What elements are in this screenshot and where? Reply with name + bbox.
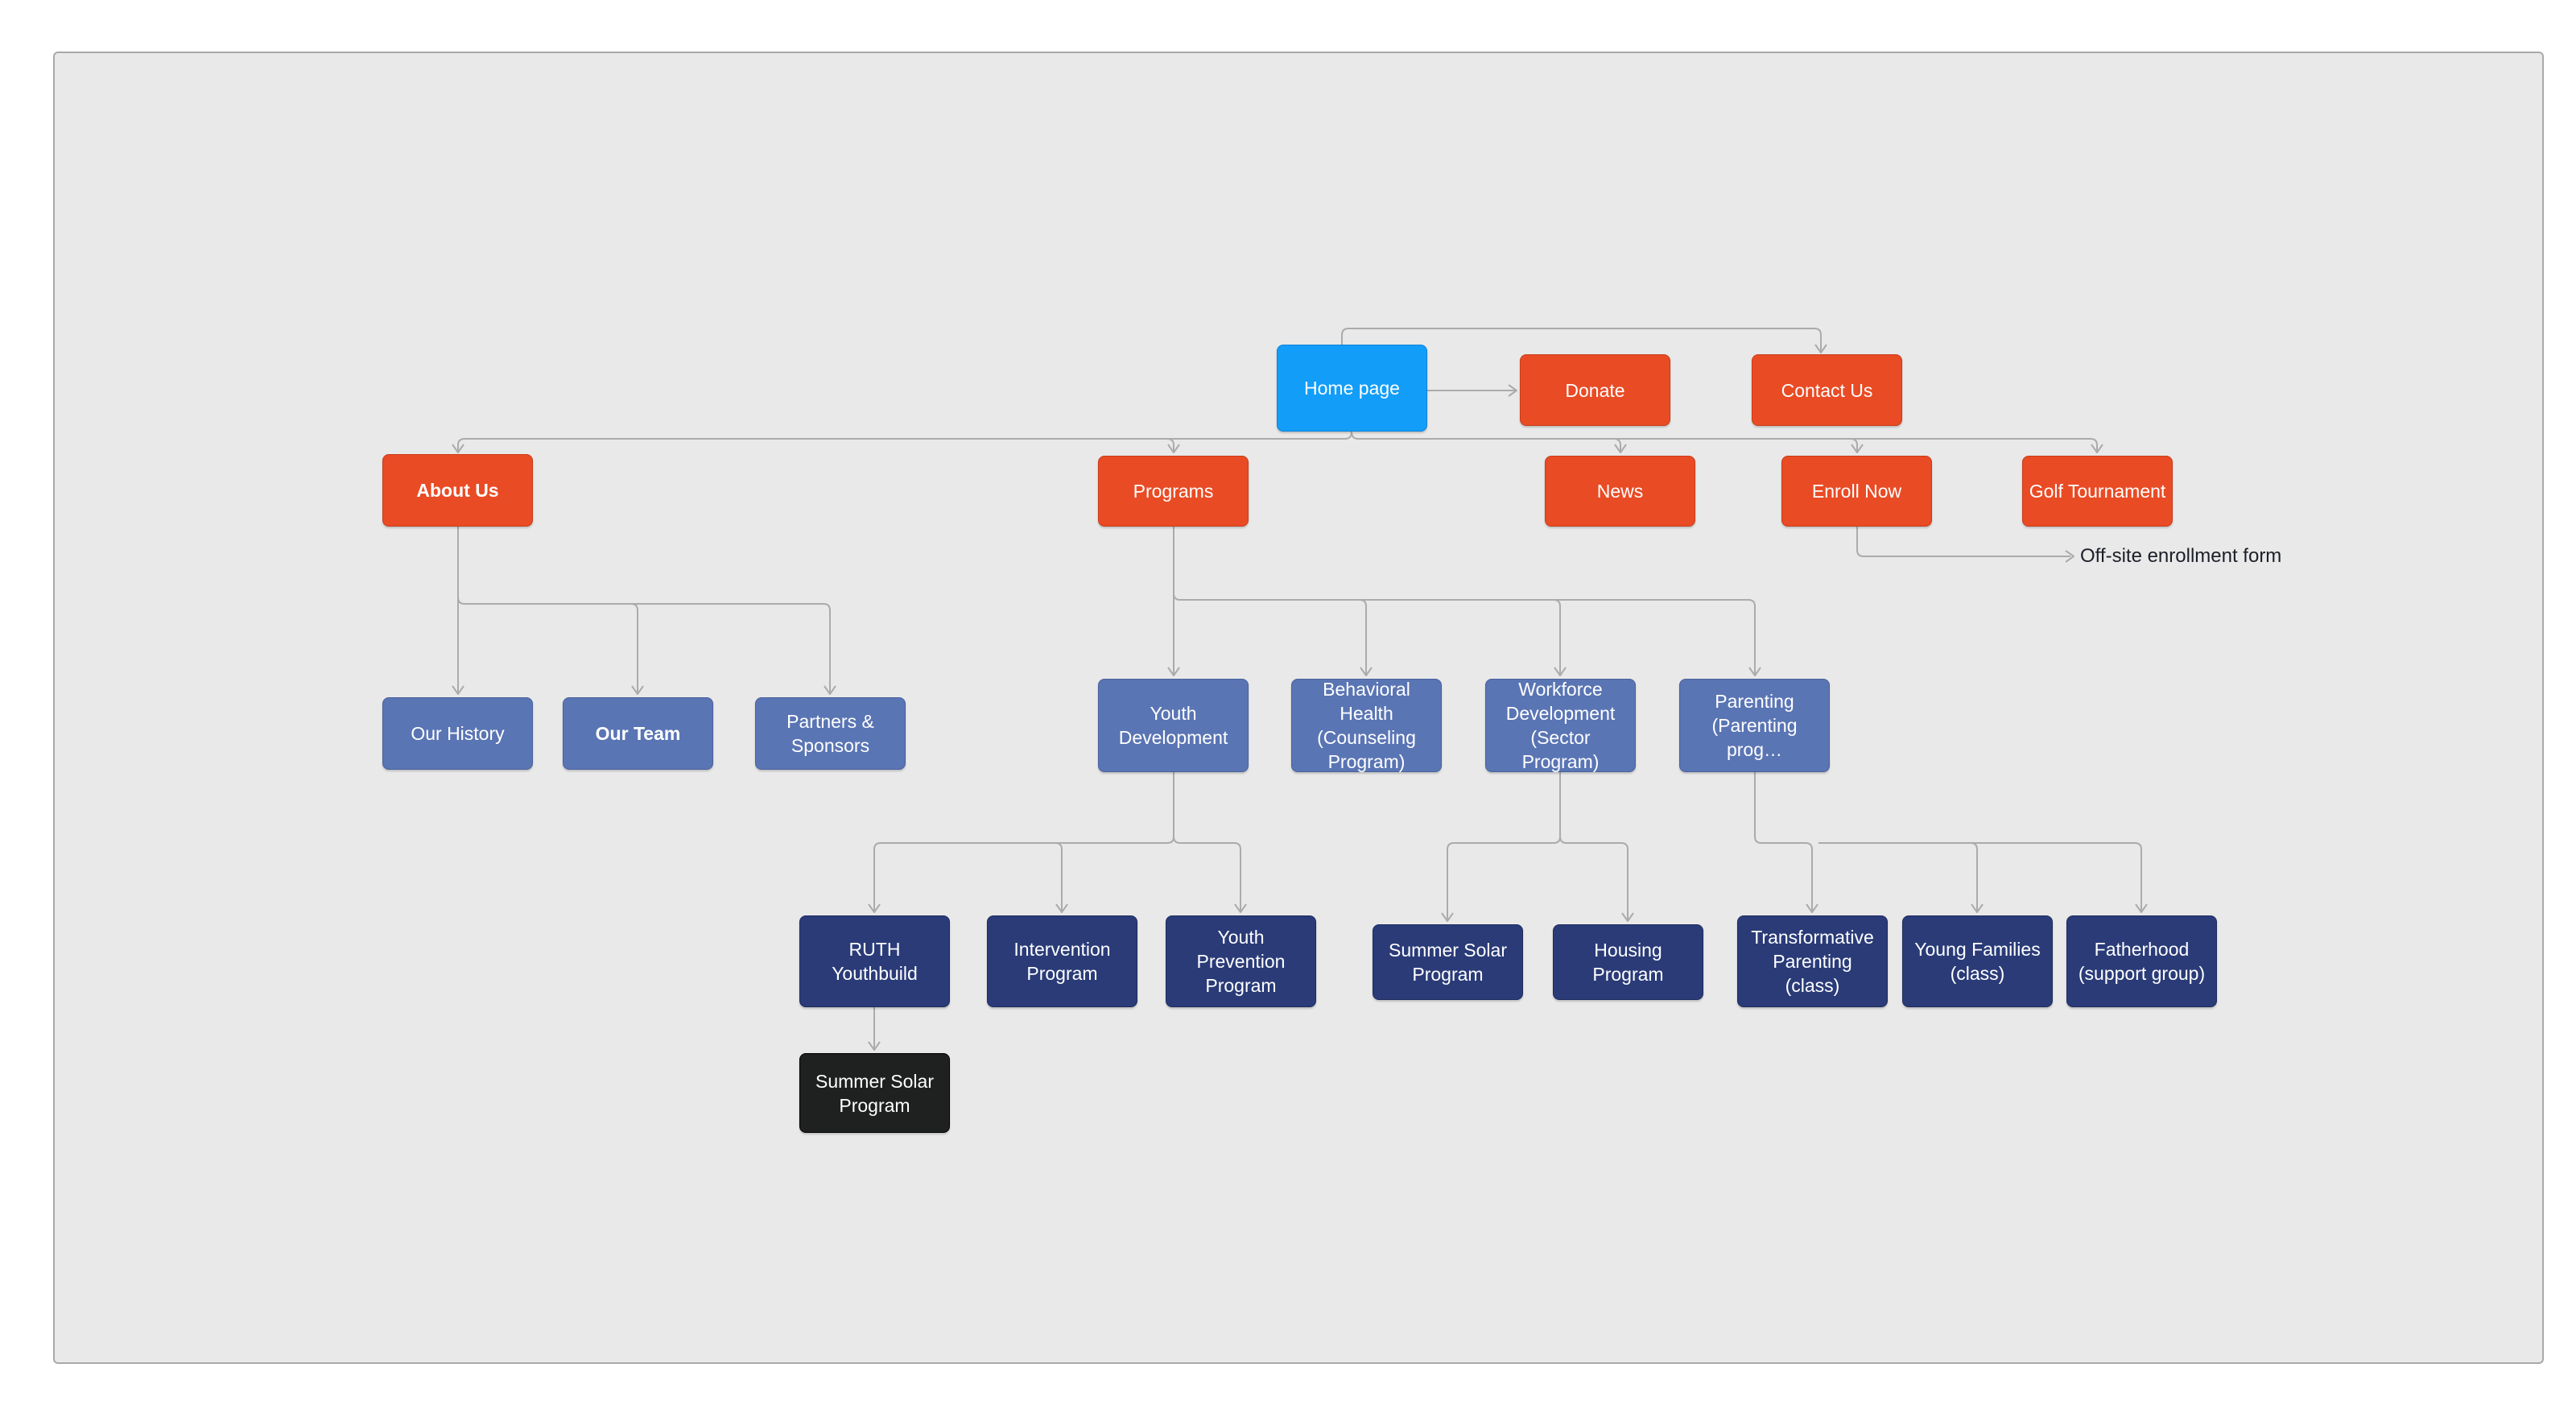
node-behavioral-health[interactable]: Behavioral Health (Counseling Program) xyxy=(1291,679,1442,772)
node-label: Enroll Now xyxy=(1811,481,1902,502)
node-parenting[interactable]: Parenting (Parenting prog… xyxy=(1679,679,1830,772)
node-housing-program[interactable]: Housing Program xyxy=(1553,924,1703,1000)
node-summer-solar-program[interactable]: Summer Solar Program xyxy=(1373,924,1523,1000)
node-label: Workforce Development (Sector Program) xyxy=(1505,679,1616,772)
node-young-families[interactable]: Young Families (class) xyxy=(1902,915,2053,1007)
node-label: Contact Us xyxy=(1781,379,1873,401)
node-label: Donate xyxy=(1565,379,1625,401)
node-workforce-development[interactable]: Workforce Development (Sector Program) xyxy=(1485,679,1636,772)
node-label: Youth Prevention Program xyxy=(1196,927,1286,996)
node-label: About Us xyxy=(416,480,499,501)
node-youth-prevention-program[interactable]: Youth Prevention Program xyxy=(1166,915,1316,1007)
node-label: Housing Program xyxy=(1592,940,1664,985)
node-contact-us[interactable]: Contact Us xyxy=(1752,354,1902,426)
node-label: Home page xyxy=(1304,378,1400,399)
node-label: Golf Tournament xyxy=(2029,481,2166,502)
node-fatherhood[interactable]: Fatherhood (support group) xyxy=(2066,915,2217,1007)
node-label: Young Families (class) xyxy=(1914,939,2041,984)
node-our-team[interactable]: Our Team xyxy=(563,697,713,770)
node-programs[interactable]: Programs xyxy=(1098,456,1249,527)
node-label: Partners & Sponsors xyxy=(786,711,874,756)
node-label: Programs xyxy=(1133,481,1214,502)
node-label: Intervention Program xyxy=(1013,939,1111,984)
node-transformative-parenting[interactable]: Transformative Parenting (class) xyxy=(1737,915,1888,1007)
node-youth-development[interactable]: Youth Development xyxy=(1098,679,1249,772)
node-label: Our Team xyxy=(595,723,681,744)
node-about-us[interactable]: About Us xyxy=(382,454,533,527)
node-label: Our History xyxy=(411,723,505,744)
node-label: Behavioral Health (Counseling Program) xyxy=(1317,679,1416,772)
node-donate[interactable]: Donate xyxy=(1520,354,1670,426)
node-label: Youth Development xyxy=(1118,703,1228,748)
node-label: Parenting (Parenting prog… xyxy=(1711,691,1798,760)
node-label: Summer Solar Program xyxy=(1389,940,1507,985)
node-summer-solar-program-2[interactable]: Summer Solar Program xyxy=(799,1053,950,1133)
node-news[interactable]: News xyxy=(1545,456,1695,527)
node-golf-tournament[interactable]: Golf Tournament xyxy=(2022,456,2173,527)
offsite-enrollment-annotation: Off-site enrollment form xyxy=(2080,545,2282,567)
node-intervention-program[interactable]: Intervention Program xyxy=(987,915,1137,1007)
node-label: Transformative Parenting (class) xyxy=(1751,927,1874,996)
node-ruth-youthbuild[interactable]: RUTH Youthbuild xyxy=(799,915,950,1007)
node-label: News xyxy=(1596,481,1644,502)
node-label: Fatherhood (support group) xyxy=(2078,939,2206,984)
node-label: Summer Solar Program xyxy=(815,1070,934,1116)
node-partners-sponsors[interactable]: Partners & Sponsors xyxy=(755,697,906,770)
node-home-page[interactable]: Home page xyxy=(1277,345,1427,432)
node-label: RUTH Youthbuild xyxy=(832,939,918,984)
node-our-history[interactable]: Our History xyxy=(382,697,533,770)
node-enroll-now[interactable]: Enroll Now xyxy=(1781,456,1932,527)
